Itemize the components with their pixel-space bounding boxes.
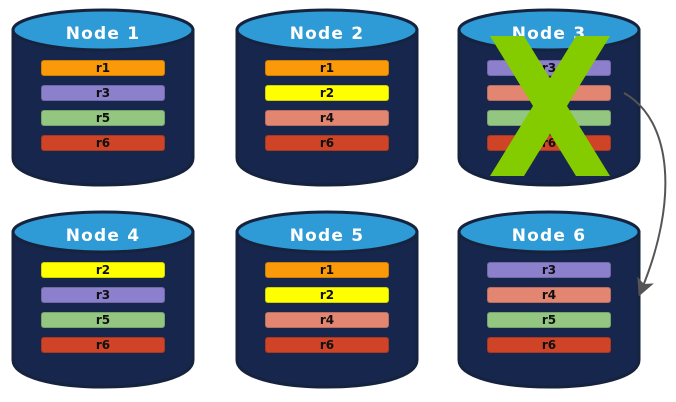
record-bar[interactable]: r4 — [487, 287, 611, 303]
record-bar[interactable]: r5 — [41, 312, 165, 328]
record-bar[interactable]: r6 — [41, 337, 165, 353]
record-bar[interactable]: r6 — [265, 337, 389, 353]
record-list: r1 r2 r4 r6 — [265, 262, 389, 362]
record-list: r3 r4 r5 r6 — [487, 60, 611, 160]
record-list: r2 r3 r5 r6 — [41, 262, 165, 362]
cylinder-top-ellipse — [235, 210, 419, 254]
record-bar[interactable]: r3 — [41, 85, 165, 101]
record-bar[interactable]: r2 — [41, 262, 165, 278]
record-bar[interactable]: r5 — [487, 110, 611, 126]
record-bar[interactable]: r6 — [265, 135, 389, 151]
record-bar[interactable]: r4 — [265, 110, 389, 126]
record-bar[interactable]: r6 — [487, 337, 611, 353]
record-bar[interactable]: r2 — [265, 287, 389, 303]
record-bar[interactable]: r3 — [487, 60, 611, 76]
record-bar[interactable]: r6 — [41, 135, 165, 151]
record-list: r1 r3 r5 r6 — [41, 60, 165, 160]
record-list: r3 r4 r5 r6 — [487, 262, 611, 362]
cylinder-top-ellipse — [11, 210, 195, 254]
cylinder-top-ellipse — [457, 8, 641, 52]
record-bar[interactable]: r1 — [265, 60, 389, 76]
record-bar[interactable]: r3 — [41, 287, 165, 303]
record-bar[interactable]: r6 — [487, 135, 611, 151]
record-bar[interactable]: r2 — [265, 85, 389, 101]
record-bar[interactable]: r5 — [487, 312, 611, 328]
cylinder-top-ellipse — [235, 8, 419, 52]
record-bar[interactable]: r1 — [265, 262, 389, 278]
record-bar[interactable]: r1 — [41, 60, 165, 76]
cylinder-top-ellipse — [457, 210, 641, 254]
record-list: r1 r2 r4 r6 — [265, 60, 389, 160]
record-bar[interactable]: r4 — [265, 312, 389, 328]
cylinder-top-ellipse — [11, 8, 195, 52]
record-bar[interactable]: r4 — [487, 85, 611, 101]
record-bar[interactable]: r5 — [41, 110, 165, 126]
record-bar[interactable]: r3 — [487, 262, 611, 278]
